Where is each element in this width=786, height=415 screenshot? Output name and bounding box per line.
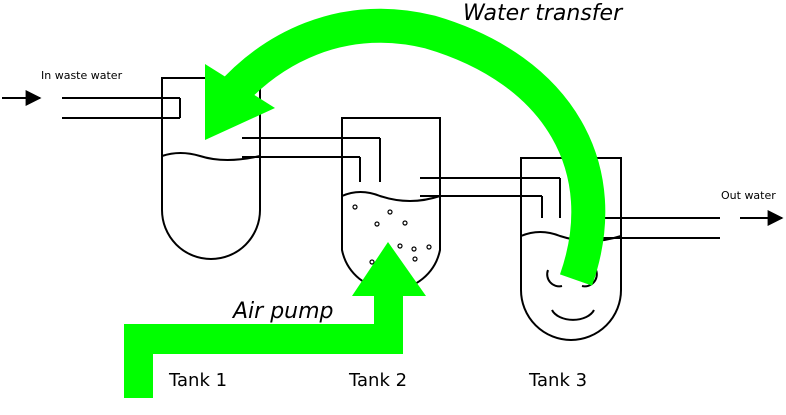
inlet-pipe [62, 97, 181, 119]
tank-3 [520, 157, 622, 341]
tank-3-label: Tank 3 [528, 370, 587, 391]
tank-2-water-surface [341, 191, 441, 202]
tank-1 [161, 77, 261, 260]
air-pump-arrow [124, 242, 426, 398]
outlet-pipe [600, 217, 720, 239]
tank-2-label: Tank 2 [348, 370, 407, 391]
pipe-tank1-to-tank2 [242, 137, 381, 182]
outlet-label: Out water [721, 189, 776, 202]
tank-3-swirl-left [546, 269, 563, 288]
water-transfer-label: Water transfer [463, 1, 624, 26]
air-bubbles [352, 204, 432, 265]
inlet-label: In waste water [41, 69, 123, 82]
water-transfer-arrow [205, 8, 606, 286]
pipe-tank2-to-tank3 [420, 177, 561, 218]
tank-3-swirl-bottom [551, 309, 595, 321]
tank-3-swirl-right [581, 269, 598, 288]
tank-1-water-surface [161, 152, 261, 161]
tank-1-label: Tank 1 [168, 370, 227, 391]
air-pump-label: Air pump [231, 299, 334, 324]
